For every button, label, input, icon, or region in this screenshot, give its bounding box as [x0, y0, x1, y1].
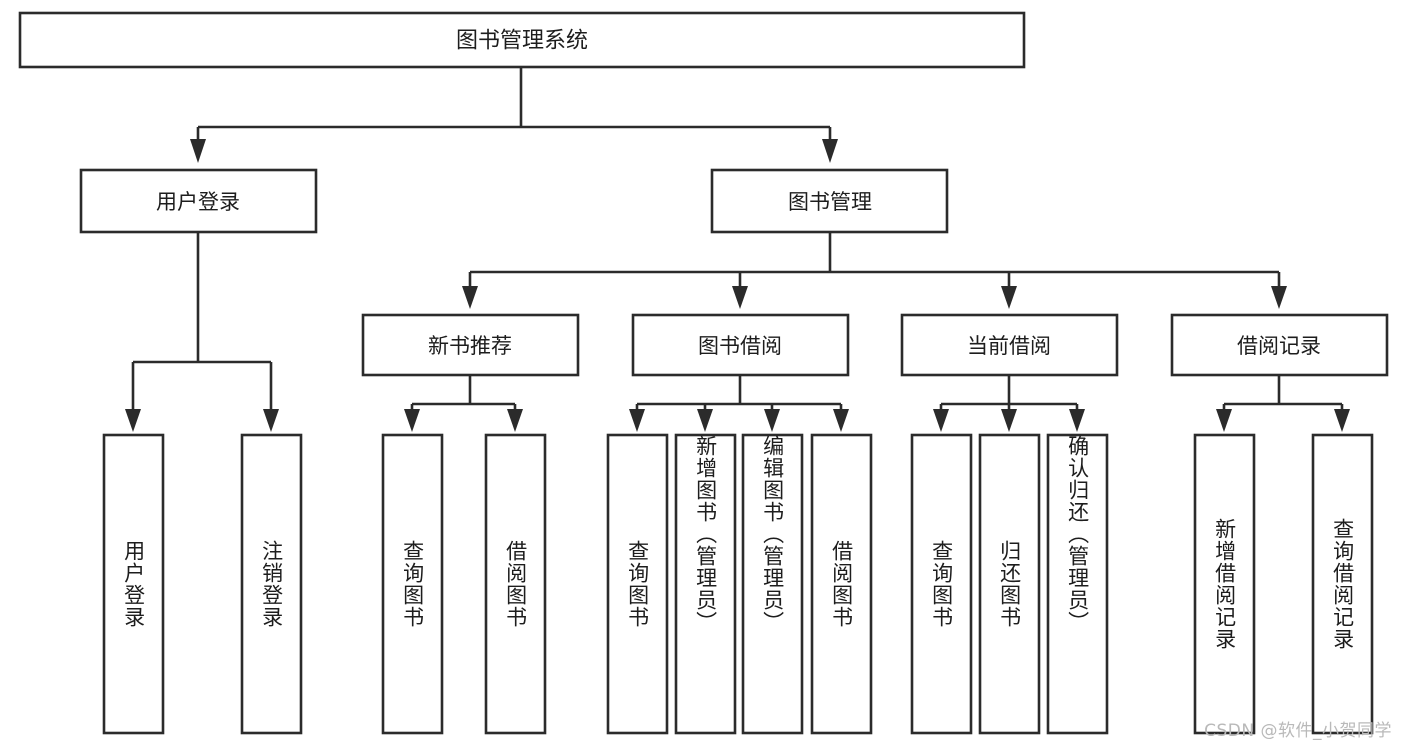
edges-userlogin-to-leaves: [125, 232, 279, 432]
arrow-currentborrow-to-leaf-2: [1069, 409, 1085, 432]
watermark-text: CSDN @软件_小贺同学: [1204, 721, 1392, 741]
node-user-login-box[interactable]: [79, 168, 318, 234]
leaf-boxes-new-book: [381, 433, 547, 735]
node-borrow-record-box[interactable]: [1170, 313, 1389, 377]
node-book-borrow-box[interactable]: [631, 313, 850, 377]
arrow-bookmgmt-to-current-borrow: [1001, 286, 1017, 309]
node-current-borrow[interactable]: 当前借阅: [900, 313, 1119, 377]
leaf-box-current-borrow-1[interactable]: [978, 433, 1041, 735]
leaf-boxes-user-login: [102, 433, 303, 735]
node-current-borrow-label: 当前借阅: [967, 334, 1051, 358]
node-root-system[interactable]: 图书管理系统: [18, 11, 1026, 69]
arrow-userlogin-to-leaf-1: [263, 409, 279, 432]
arrow-currentborrow-to-leaf-0: [933, 409, 949, 432]
leaf-box-borrow-record-0[interactable]: [1193, 433, 1256, 735]
leaf-boxes-borrow-record: [1193, 433, 1374, 735]
edges-borrowrecord-to-leaves: [1216, 375, 1350, 432]
edges-currentborrow-to-leaves: [933, 375, 1085, 432]
node-book-management-box[interactable]: [710, 168, 949, 234]
arrow-borrowrecord-to-leaf-1: [1334, 409, 1350, 432]
leaf-box-user-login-0[interactable]: [102, 433, 165, 735]
edges-bookborrow-to-leaves: [629, 375, 849, 432]
arrow-bookborrow-to-leaf-2: [764, 409, 780, 432]
node-borrow-record[interactable]: 借阅记录: [1170, 313, 1389, 377]
arrow-root-to-book-mgmt: [822, 139, 838, 163]
leaf-box-user-login-1[interactable]: [240, 433, 303, 735]
node-new-book-recommend[interactable]: 新书推荐: [361, 313, 580, 377]
arrow-bookmgmt-to-new-book: [462, 286, 478, 309]
node-book-management-label: 图书管理: [788, 190, 872, 214]
arrow-borrowrecord-to-leaf-0: [1216, 409, 1232, 432]
leaf-box-book-borrow-2[interactable]: [741, 433, 804, 735]
leaf-boxes-book-borrow: [606, 433, 873, 735]
arrow-currentborrow-to-leaf-1: [1001, 409, 1017, 432]
arrow-bookborrow-to-leaf-0: [629, 409, 645, 432]
node-user-login-label: 用户登录: [156, 190, 240, 214]
leaf-box-book-borrow-0[interactable]: [606, 433, 669, 735]
node-current-borrow-box[interactable]: [900, 313, 1119, 377]
node-user-login[interactable]: 用户登录: [79, 168, 318, 234]
arrow-bookborrow-to-leaf-3: [833, 409, 849, 432]
node-borrow-record-label: 借阅记录: [1237, 334, 1321, 358]
arrow-newbook-to-leaf-1: [507, 409, 523, 432]
node-book-borrow-label: 图书借阅: [698, 334, 782, 358]
leaf-box-book-borrow-1[interactable]: [674, 433, 737, 735]
node-root-box[interactable]: [18, 11, 1026, 69]
leaf-box-current-borrow-0[interactable]: [910, 433, 973, 735]
arrow-bookmgmt-to-book-borrow: [732, 286, 748, 309]
leaf-box-current-borrow-2[interactable]: [1046, 433, 1109, 735]
leaf-box-new-book-1[interactable]: [484, 433, 547, 735]
leaf-box-new-book-0[interactable]: [381, 433, 444, 735]
edges-bookmgmt-to-level3: [462, 232, 1287, 309]
arrow-userlogin-to-leaf-0: [125, 409, 141, 432]
arrow-root-to-user-login: [190, 139, 206, 163]
edges-root-to-level2: [190, 67, 838, 163]
leaf-box-book-borrow-3[interactable]: [810, 433, 873, 735]
node-new-book-recommend-label: 新书推荐: [428, 334, 512, 358]
arrow-bookborrow-to-leaf-1: [697, 409, 713, 432]
leaf-box-borrow-record-1[interactable]: [1311, 433, 1374, 735]
node-book-borrow[interactable]: 图书借阅: [631, 313, 850, 377]
edges-newbook-to-leaves: [404, 375, 523, 432]
leaf-boxes-current-borrow: [910, 433, 1109, 735]
arrow-newbook-to-leaf-0: [404, 409, 420, 432]
node-new-book-recommend-box[interactable]: [361, 313, 580, 377]
node-book-management[interactable]: 图书管理: [710, 168, 949, 234]
arrow-bookmgmt-to-borrow-record: [1271, 286, 1287, 309]
node-root-label: 图书管理系统: [456, 29, 588, 54]
